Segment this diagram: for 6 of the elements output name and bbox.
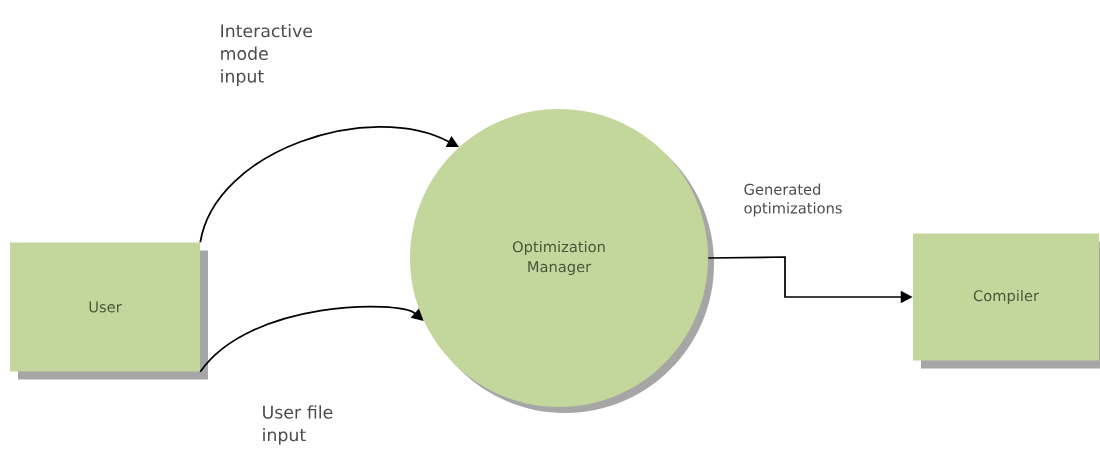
edge-label: Generated optimizations <box>742 182 842 218</box>
edge-label: User file input <box>260 403 347 447</box>
process-box: Compiler <box>913 233 1100 369</box>
arrow <box>199 305 424 373</box>
process-box: User <box>10 242 208 380</box>
edge-label: Interactive mode input <box>218 22 320 88</box>
